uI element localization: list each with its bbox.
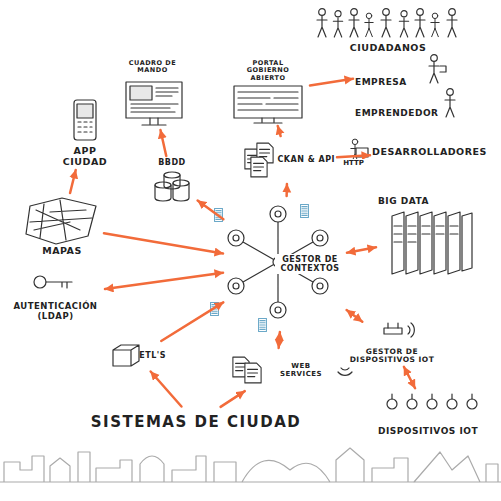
node-label: AUTENTICACIÓN (LDAP) [10,302,102,322]
arrow-connector [404,367,415,388]
edge-label: HTTP [341,159,366,167]
node-label: GESTOR DE DISPOSITIVOS IOT [344,348,440,365]
icon-node: CUADRO DE MANDO [110,60,195,128]
arrow-connector [278,126,281,136]
arrow-connector [104,233,223,253]
arrow-connector [198,201,224,220]
arrow-connector [285,184,288,196]
icon-node: DISPOSITIVOS IOT [372,390,484,436]
icon-node: EMPRENDEDOR [355,88,460,118]
node-label: APP CIUDAD [59,146,111,168]
arrow-connector [70,170,76,193]
node-label: PORTAL GOBIERNO ABIERTO [230,60,306,82]
icon-node: AUTENTICACIÓN (LDAP) [8,270,103,322]
node-label: CKAN & API [277,155,335,164]
arrow-connector [160,130,166,156]
icon-node: WEB SERVICES [228,350,326,390]
arrow-connector [105,273,223,289]
node-label: MAPAS [42,246,82,257]
icon-node: BIG DATA [378,196,476,280]
node-label: ETL'S [139,351,166,360]
icon-node: EMPRESA [355,55,450,87]
icon-node: SISTEMAS DE CIUDAD [78,408,314,438]
arrow-connector [347,247,376,252]
node-label: SISTEMAS DE CIUDAD [91,414,301,431]
arrow-connector [151,372,182,407]
arrow-connector [221,391,245,407]
icon-node: APP CIUDAD [50,96,120,168]
arrow-connector [347,310,363,322]
arrow-connector [337,155,370,157]
node-label: BIG DATA [378,196,429,206]
node-label: CUADRO DE MANDO [113,60,193,75]
node-label: CIUDADANOS [350,43,427,54]
node-label: DISPOSITIVOS IOT [378,426,478,436]
icon-node: ETL'S [108,342,166,370]
arrow-connector [161,302,223,341]
node-label: BBDD [158,158,185,167]
icon-node: BBDD [148,158,196,206]
icon-node: DESARROLLADORES [372,140,487,164]
node-label: EMPRENDEDOR [355,108,438,118]
icon-node: GESTOR DE DISPOSITIVOS IOT [342,323,442,365]
node-label: WEB SERVICES [276,362,326,378]
arrow-connector [310,79,353,86]
node-label: GESTOR DE CONTEXTOS [275,254,345,274]
icon-node: CKAN & API [240,138,335,182]
arrow-connector [279,332,280,348]
icon-node: PORTAL GOBIERNO ABIERTO [228,60,308,124]
icon-node: CIUDADANOS [308,6,468,54]
icon-node: MAPAS [22,195,102,257]
node-label: EMPRESA [355,77,407,87]
icon-node: GESTOR DE CONTEXTOS [225,198,345,330]
node-label: DESARROLLADORES [372,147,484,158]
